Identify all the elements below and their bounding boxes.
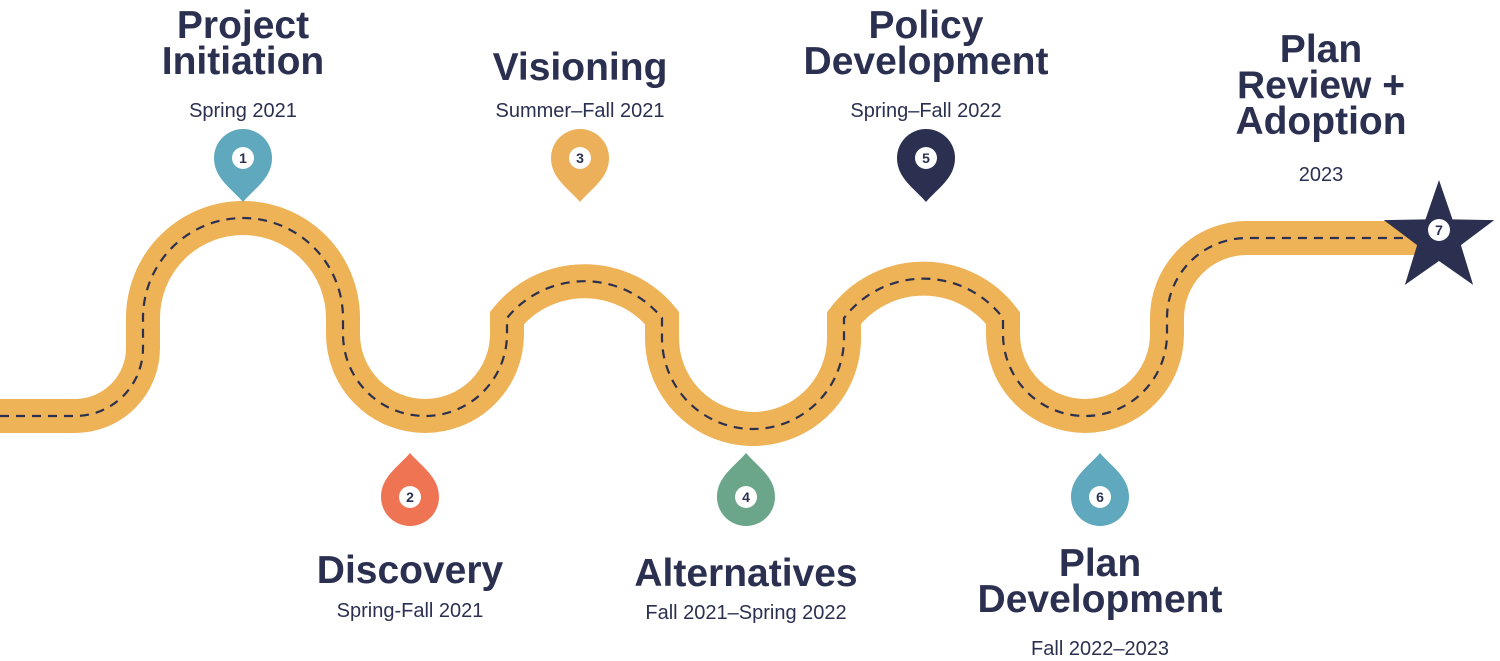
stage-5-marker: 5 bbox=[897, 129, 955, 202]
stage-2-title: Discovery bbox=[316, 549, 504, 592]
stage-6-number: 6 bbox=[1096, 489, 1104, 505]
road-centerline bbox=[0, 216, 1445, 431]
stage-2-marker: 2 bbox=[381, 453, 439, 526]
stage-7-number: 7 bbox=[1435, 222, 1443, 238]
number-badge bbox=[569, 147, 591, 169]
stage-1-date: Spring 2021 bbox=[189, 100, 297, 122]
stage-2-number: 2 bbox=[406, 489, 414, 505]
stage-7-date: 2023 bbox=[1298, 164, 1344, 186]
number-badge bbox=[735, 486, 757, 508]
stage-7-marker: 7 bbox=[1383, 180, 1495, 285]
number-badge bbox=[1089, 486, 1111, 508]
stage-2-date: Spring-Fall 2021 bbox=[336, 600, 484, 622]
stage-6-date: Fall 2022–2023 bbox=[1031, 638, 1169, 660]
stage-4-number: 4 bbox=[742, 489, 750, 505]
stage-6-marker: 6 bbox=[1071, 453, 1129, 526]
stage-4-title: Alternatives bbox=[634, 552, 858, 595]
stage-5-number: 5 bbox=[922, 150, 930, 166]
stage-1-marker: 1 bbox=[214, 129, 272, 202]
stage-4-marker: 4 bbox=[717, 453, 775, 526]
stage-5-date: Spring–Fall 2022 bbox=[850, 100, 1002, 122]
number-badge bbox=[1428, 219, 1450, 241]
stage-4-date: Fall 2021–Spring 2022 bbox=[645, 602, 847, 624]
stage-1-number: 1 bbox=[239, 150, 247, 166]
number-badge bbox=[399, 486, 421, 508]
number-badge bbox=[915, 147, 937, 169]
number-badge bbox=[232, 147, 254, 169]
stage-markers: 1 2 3 4 5 6 7 bbox=[214, 129, 1495, 526]
stage-3-marker: 3 bbox=[551, 129, 609, 202]
stage-3-title: Visioning bbox=[492, 46, 668, 89]
stage-3-date: Summer–Fall 2021 bbox=[495, 100, 665, 122]
road-band bbox=[0, 201, 1445, 446]
stage-3-number: 3 bbox=[576, 150, 584, 166]
